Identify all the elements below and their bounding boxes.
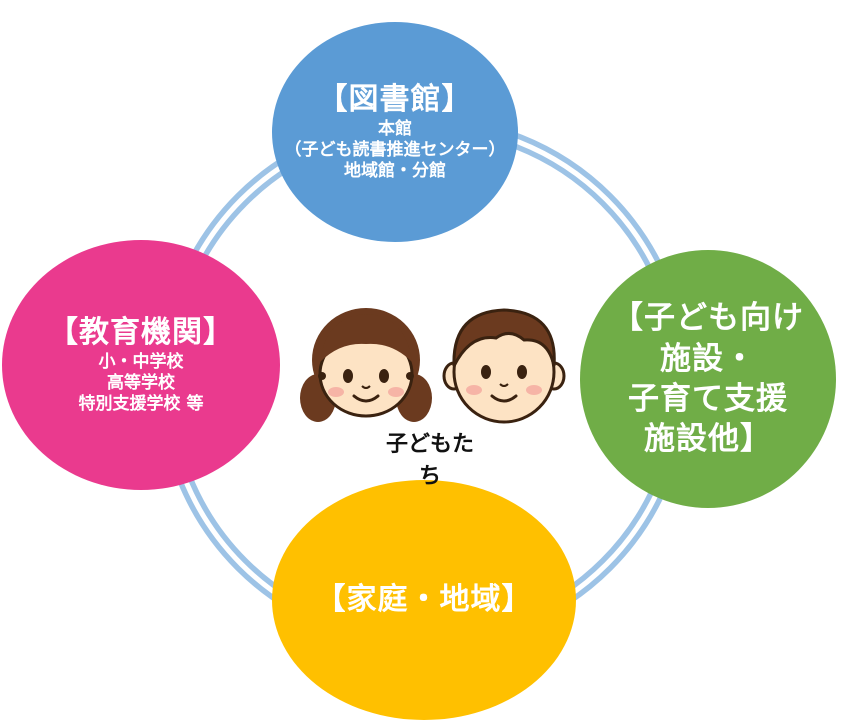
facilities-title-line-4: 施設他】 <box>644 421 772 458</box>
education-node: 【教育機関】 小・中学校 高等学校 特別支援学校 等 <box>2 240 280 490</box>
facilities-title-line-1: 【子ども向け <box>612 300 804 337</box>
library-line-main: 本館 <box>378 118 412 139</box>
education-line-schools: 小・中学校 <box>98 351 184 372</box>
home-community-node: 【家庭・地域】 <box>272 480 576 720</box>
library-line-branches: 地域館・分館 <box>344 161 446 182</box>
education-title: 【教育機関】 <box>48 315 234 351</box>
library-title: 【図書館】 <box>317 82 473 118</box>
children-label: 子どもたち <box>385 432 474 489</box>
facilities-title-line-3: 子育て支援 <box>628 381 788 417</box>
library-node: 【図書館】 本館 （子ども読書推進センター） 地域館・分館 <box>272 22 518 242</box>
facilities-node: 【子ども向け 施設・ 子育て支援 施設他】 <box>580 250 836 508</box>
library-line-center: （子ども読書推進センター） <box>284 140 506 161</box>
education-line-special: 特別支援学校 等 <box>78 394 204 415</box>
girl-face-icon <box>300 308 432 422</box>
home-community-title: 【家庭・地域】 <box>315 582 533 618</box>
education-line-highschool: 高等学校 <box>107 373 175 394</box>
boy-face-icon <box>442 308 566 424</box>
facilities-title-line-2: 施設・ <box>660 340 756 377</box>
